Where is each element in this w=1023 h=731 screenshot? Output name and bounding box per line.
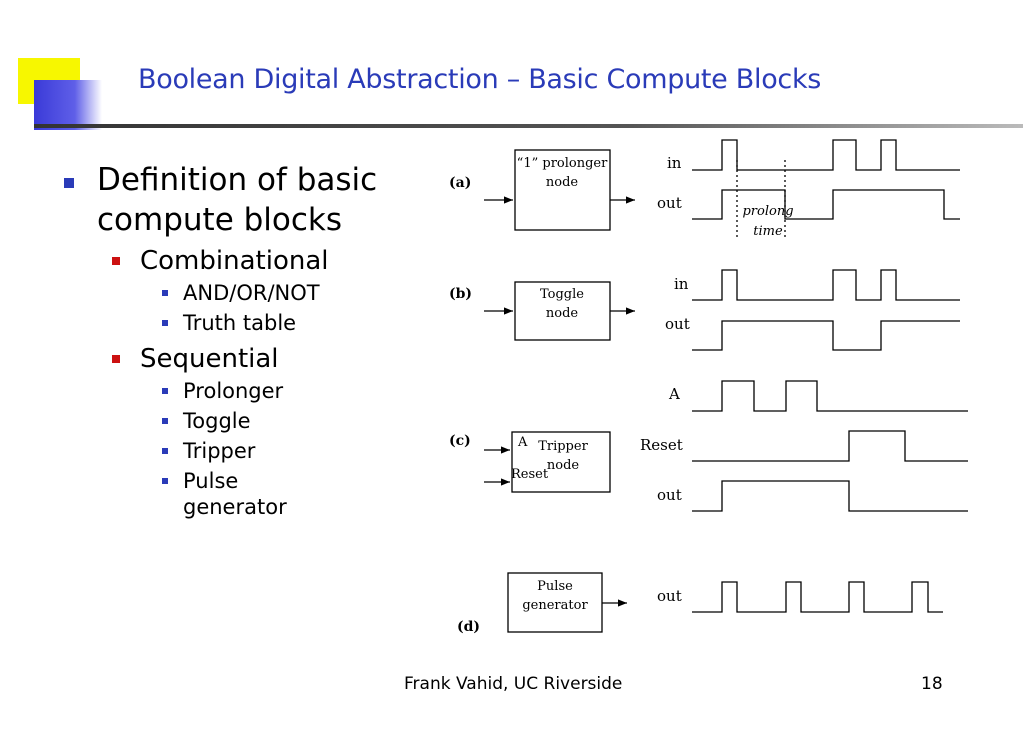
prolonger-node-box (514, 149, 611, 231)
bullet-prolonger: Prolonger (60, 376, 417, 406)
tripper-reset-waveform (692, 430, 968, 462)
square-bullet-icon (112, 355, 120, 363)
pulse-generator-label-2: generator (522, 598, 588, 613)
square-bullet-icon (162, 388, 168, 394)
slide-title: Boolean Digital Abstraction – Basic Comp… (138, 64, 822, 95)
bullet-combinational-text: Combinational (140, 246, 329, 276)
pulse-out-waveform (692, 581, 943, 613)
label-b: (b) (449, 286, 472, 302)
prolong-time-annotation-1: prolong (742, 204, 793, 219)
tripper-a-waveform (692, 380, 968, 412)
tripper-port-reset: Reset (511, 467, 549, 482)
square-bullet-icon (162, 418, 168, 424)
tripper-out-label: out (657, 486, 682, 504)
title-decoration-blue (34, 80, 102, 130)
bullet-truth-table-text: Truth table (183, 311, 297, 335)
bullet-main-text: Definition of basic compute blocks (97, 162, 378, 238)
prolonger-out-label: out (657, 194, 682, 212)
pulse-out-label: out (657, 587, 682, 605)
bullet-main: Definition of basic compute blocks (60, 160, 417, 240)
prolonger-node-label-2: node (546, 175, 579, 190)
footer-author: Frank Vahid, UC Riverside (404, 674, 623, 694)
tripper-node-box (511, 431, 611, 493)
tripper-out-waveform (692, 480, 968, 512)
square-bullet-icon (162, 478, 168, 484)
bullet-pulse-generator: Pulse generator (60, 466, 417, 522)
label-d: (d) (457, 619, 480, 635)
toggle-out-waveform (692, 320, 960, 351)
bullet-toggle: Toggle (60, 406, 417, 436)
tripper-reset-label: Reset (640, 436, 683, 454)
tripper-port-a: A (517, 435, 528, 450)
title-underline (34, 124, 1023, 128)
toggle-in-waveform (692, 269, 960, 301)
prolonger-in-waveform (692, 139, 960, 171)
prolonger-out-waveform (692, 189, 960, 220)
bullet-prolonger-text: Prolonger (183, 379, 284, 403)
bullet-sequential-text: Sequential (140, 344, 279, 374)
bullet-and-or-not: AND/OR/NOT (60, 278, 417, 308)
bullet-pulse-generator-text: Pulse generator (183, 469, 287, 519)
footer-page-number: 18 (921, 674, 943, 694)
label-a: (a) (449, 175, 471, 191)
toggle-node-label-2: node (546, 306, 579, 321)
bullet-tripper: Tripper (60, 436, 417, 466)
square-bullet-icon (112, 257, 120, 265)
bullet-list: Definition of basic compute blocks Combi… (60, 160, 417, 522)
square-bullet-icon (64, 178, 74, 188)
bullet-and-or-not-text: AND/OR/NOT (183, 281, 320, 305)
toggle-node-label-1: Toggle (540, 287, 584, 302)
bullet-tripper-text: Tripper (183, 439, 256, 463)
bullet-truth-table: Truth table (60, 308, 417, 338)
square-bullet-icon (162, 290, 168, 296)
prolong-time-annotation-2: time (753, 224, 783, 239)
prolonger-node-label-1: “1” prolonger (517, 156, 608, 171)
square-bullet-icon (162, 320, 168, 326)
square-bullet-icon (162, 448, 168, 454)
bullet-toggle-text: Toggle (183, 409, 251, 433)
bullet-sequential: Sequential (60, 342, 417, 376)
pulse-generator-label-1: Pulse (537, 579, 573, 594)
tripper-node-label-2: node (547, 458, 580, 473)
prolonger-in-label: in (667, 154, 682, 172)
tripper-node-label-1: Tripper (538, 439, 588, 454)
bullet-combinational: Combinational (60, 244, 417, 278)
tripper-a-label: A (668, 385, 680, 403)
toggle-in-label: in (674, 275, 689, 293)
label-c: (c) (449, 433, 471, 449)
toggle-out-label: out (665, 315, 690, 333)
